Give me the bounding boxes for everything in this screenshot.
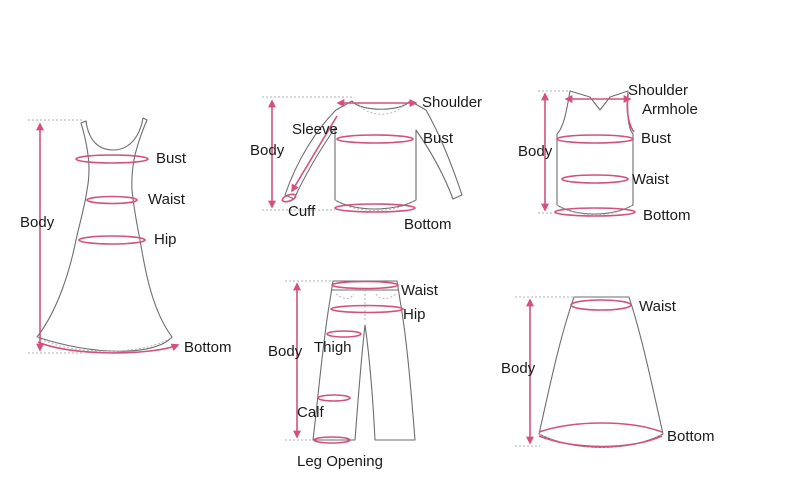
sweater-bust-ring: [336, 134, 414, 144]
dress-hip-ring: [78, 235, 146, 245]
vest-armhole-label: Armhole: [642, 101, 698, 118]
sweater-hem-curve: [334, 199, 417, 211]
vest-bottom-label: Bottom: [643, 207, 691, 224]
sweater-neckline: [357, 102, 405, 115]
dress-bottom-label: Bottom: [184, 339, 232, 356]
sweater-body-label: Body: [250, 142, 285, 159]
pants-outline: [312, 280, 416, 441]
dress-hip-label: Hip: [154, 231, 177, 248]
vest-bust-label: Bust: [641, 130, 672, 147]
vest-outline: [556, 90, 634, 215]
sweater-figure: Shoulder Sleeve Bust Body Cuff Bottom: [250, 94, 482, 233]
dress-waist-ring: [86, 195, 138, 205]
skirt-waist-ring: [570, 299, 632, 311]
dress-bust-label: Bust: [156, 150, 187, 167]
dress-body-label: Body: [20, 214, 55, 231]
sweater-cuff-ring: [281, 193, 297, 203]
sweater-outline: [284, 100, 463, 210]
dress-bust-ring: [75, 154, 149, 164]
skirt-hem-curve: [538, 433, 664, 448]
skirt-bottom-arrow: [538, 422, 663, 448]
dress-figure: Body Bust Waist Hip Bottom: [20, 117, 232, 356]
skirt-bottom-label: Bottom: [667, 428, 715, 445]
skirt-outline: [538, 296, 664, 449]
sweater-sleeve-label: Sleeve: [292, 121, 338, 138]
dress-outline: [36, 117, 173, 352]
sweater-bust-label: Bust: [423, 130, 454, 147]
pants-thigh-ring: [326, 330, 362, 338]
vest-hem-curve: [556, 204, 634, 216]
vest-body-label: Body: [518, 143, 553, 160]
pants-calf-label: Calf: [297, 404, 325, 421]
pants-pockets: [335, 293, 397, 299]
sweater-bottom-label: Bottom: [404, 216, 452, 233]
vest-bottom-ring: [554, 207, 636, 217]
dress-bottom-arrow: [37, 341, 180, 354]
sweater-cuff-label: Cuff: [288, 203, 316, 220]
pants-figure: Waist Hip Body Thigh Calf Leg Opening: [268, 280, 439, 470]
vest-waist-label: Waist: [632, 171, 670, 188]
vest-armhole-curve: [626, 93, 635, 133]
vest-shoulder-label: Shoulder: [628, 82, 688, 99]
pants-hip-label: Hip: [403, 306, 426, 323]
pants-thigh-label: Thigh: [314, 339, 352, 356]
sweater-bottom-ring: [334, 203, 416, 213]
sweater-shoulder-label: Shoulder: [422, 94, 482, 111]
sweater-sleeve-arrow: [291, 115, 338, 193]
vest-figure: Shoulder Armhole Bust Body Waist Bottom: [518, 82, 698, 224]
pants-leg-opening-ring: [313, 436, 351, 444]
vest-bust-ring: [556, 134, 634, 144]
skirt-figure: Waist Body Bottom: [501, 296, 715, 449]
pants-calf-ring: [317, 394, 351, 402]
pants-body-label: Body: [268, 343, 303, 360]
pants-hip-ring: [330, 304, 404, 314]
pants-waist-ring: [331, 280, 399, 290]
skirt-body-label: Body: [501, 360, 536, 377]
dress-hem-curve: [36, 336, 173, 352]
dress-waist-label: Waist: [148, 191, 186, 208]
vest-waist-ring: [561, 174, 629, 184]
pants-leg-opening-label: Leg Opening: [297, 453, 383, 470]
pants-waist-label: Waist: [401, 282, 439, 299]
skirt-waist-label: Waist: [639, 298, 677, 315]
